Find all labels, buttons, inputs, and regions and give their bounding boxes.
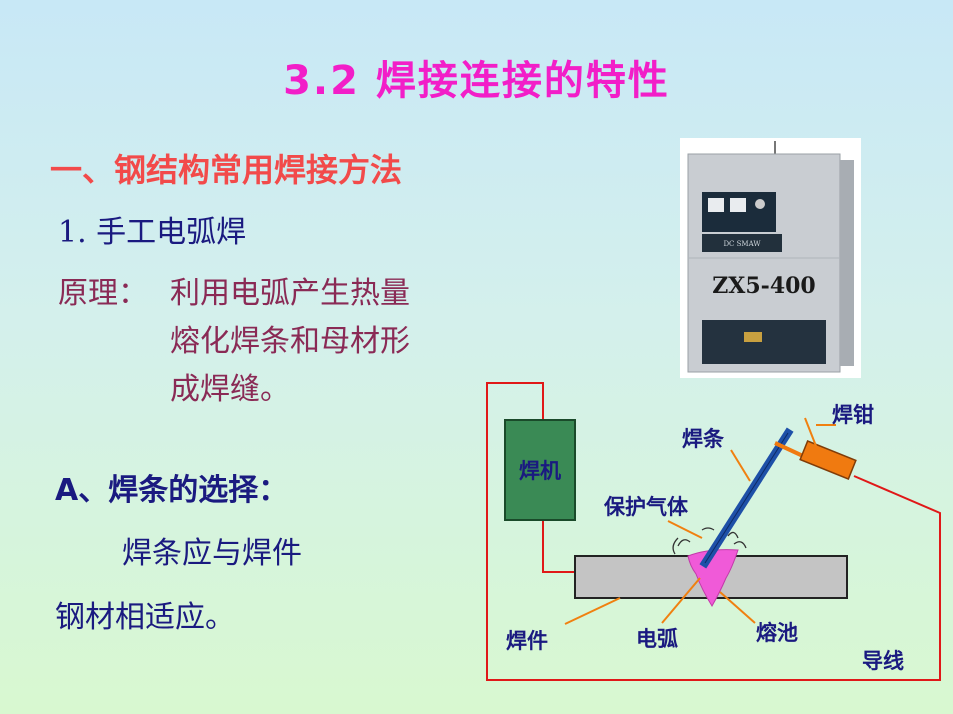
holder-neck xyxy=(774,441,804,458)
weld-pool-label: 熔池 xyxy=(756,621,798,645)
machine-model-label: ZX5-400 xyxy=(712,273,816,299)
shielding-gas-label: 保护气体 xyxy=(603,495,689,519)
welder-box xyxy=(504,419,576,521)
machine-small-label: DC SMAW xyxy=(723,240,761,248)
gas-marks xyxy=(672,527,747,555)
holder-label: 焊钳 xyxy=(832,403,874,427)
electrode-label: 焊条 xyxy=(682,427,725,451)
principle-line-1: 利用电弧产生热量 xyxy=(170,276,410,311)
wire-bottom xyxy=(542,520,575,573)
wire-top xyxy=(486,382,941,681)
welding-machine-photo: DC SMAW ZX5-400 xyxy=(680,138,861,378)
principle-label: 原理： xyxy=(58,276,148,311)
principle-line-2: 熔化焊条和母材形 xyxy=(170,324,410,359)
wire-label: 导线 xyxy=(862,649,904,673)
method-title: 1. 手工电弧焊 xyxy=(58,215,247,250)
principle-line-3: 成焊缝。 xyxy=(170,372,290,407)
body-line-1: 焊条应与焊件 xyxy=(122,536,302,571)
arc-label: 电弧 xyxy=(636,627,678,651)
workpiece-label: 焊件 xyxy=(506,629,548,653)
arc-welding-diagram: 焊机 焊条 焊钳 保护气体 焊件 电弧 熔池 导线 xyxy=(486,382,941,681)
slide-title: 3.2 焊接连接的特性 xyxy=(283,58,670,104)
section-heading: 一、钢结构常用焊接方法 xyxy=(50,151,403,189)
welder-label: 焊机 xyxy=(519,459,561,483)
body-line-2: 钢材相适应。 xyxy=(55,600,235,635)
electrode-selection-heading: A、焊条的选择： xyxy=(55,473,289,508)
holder-handle xyxy=(799,440,857,480)
